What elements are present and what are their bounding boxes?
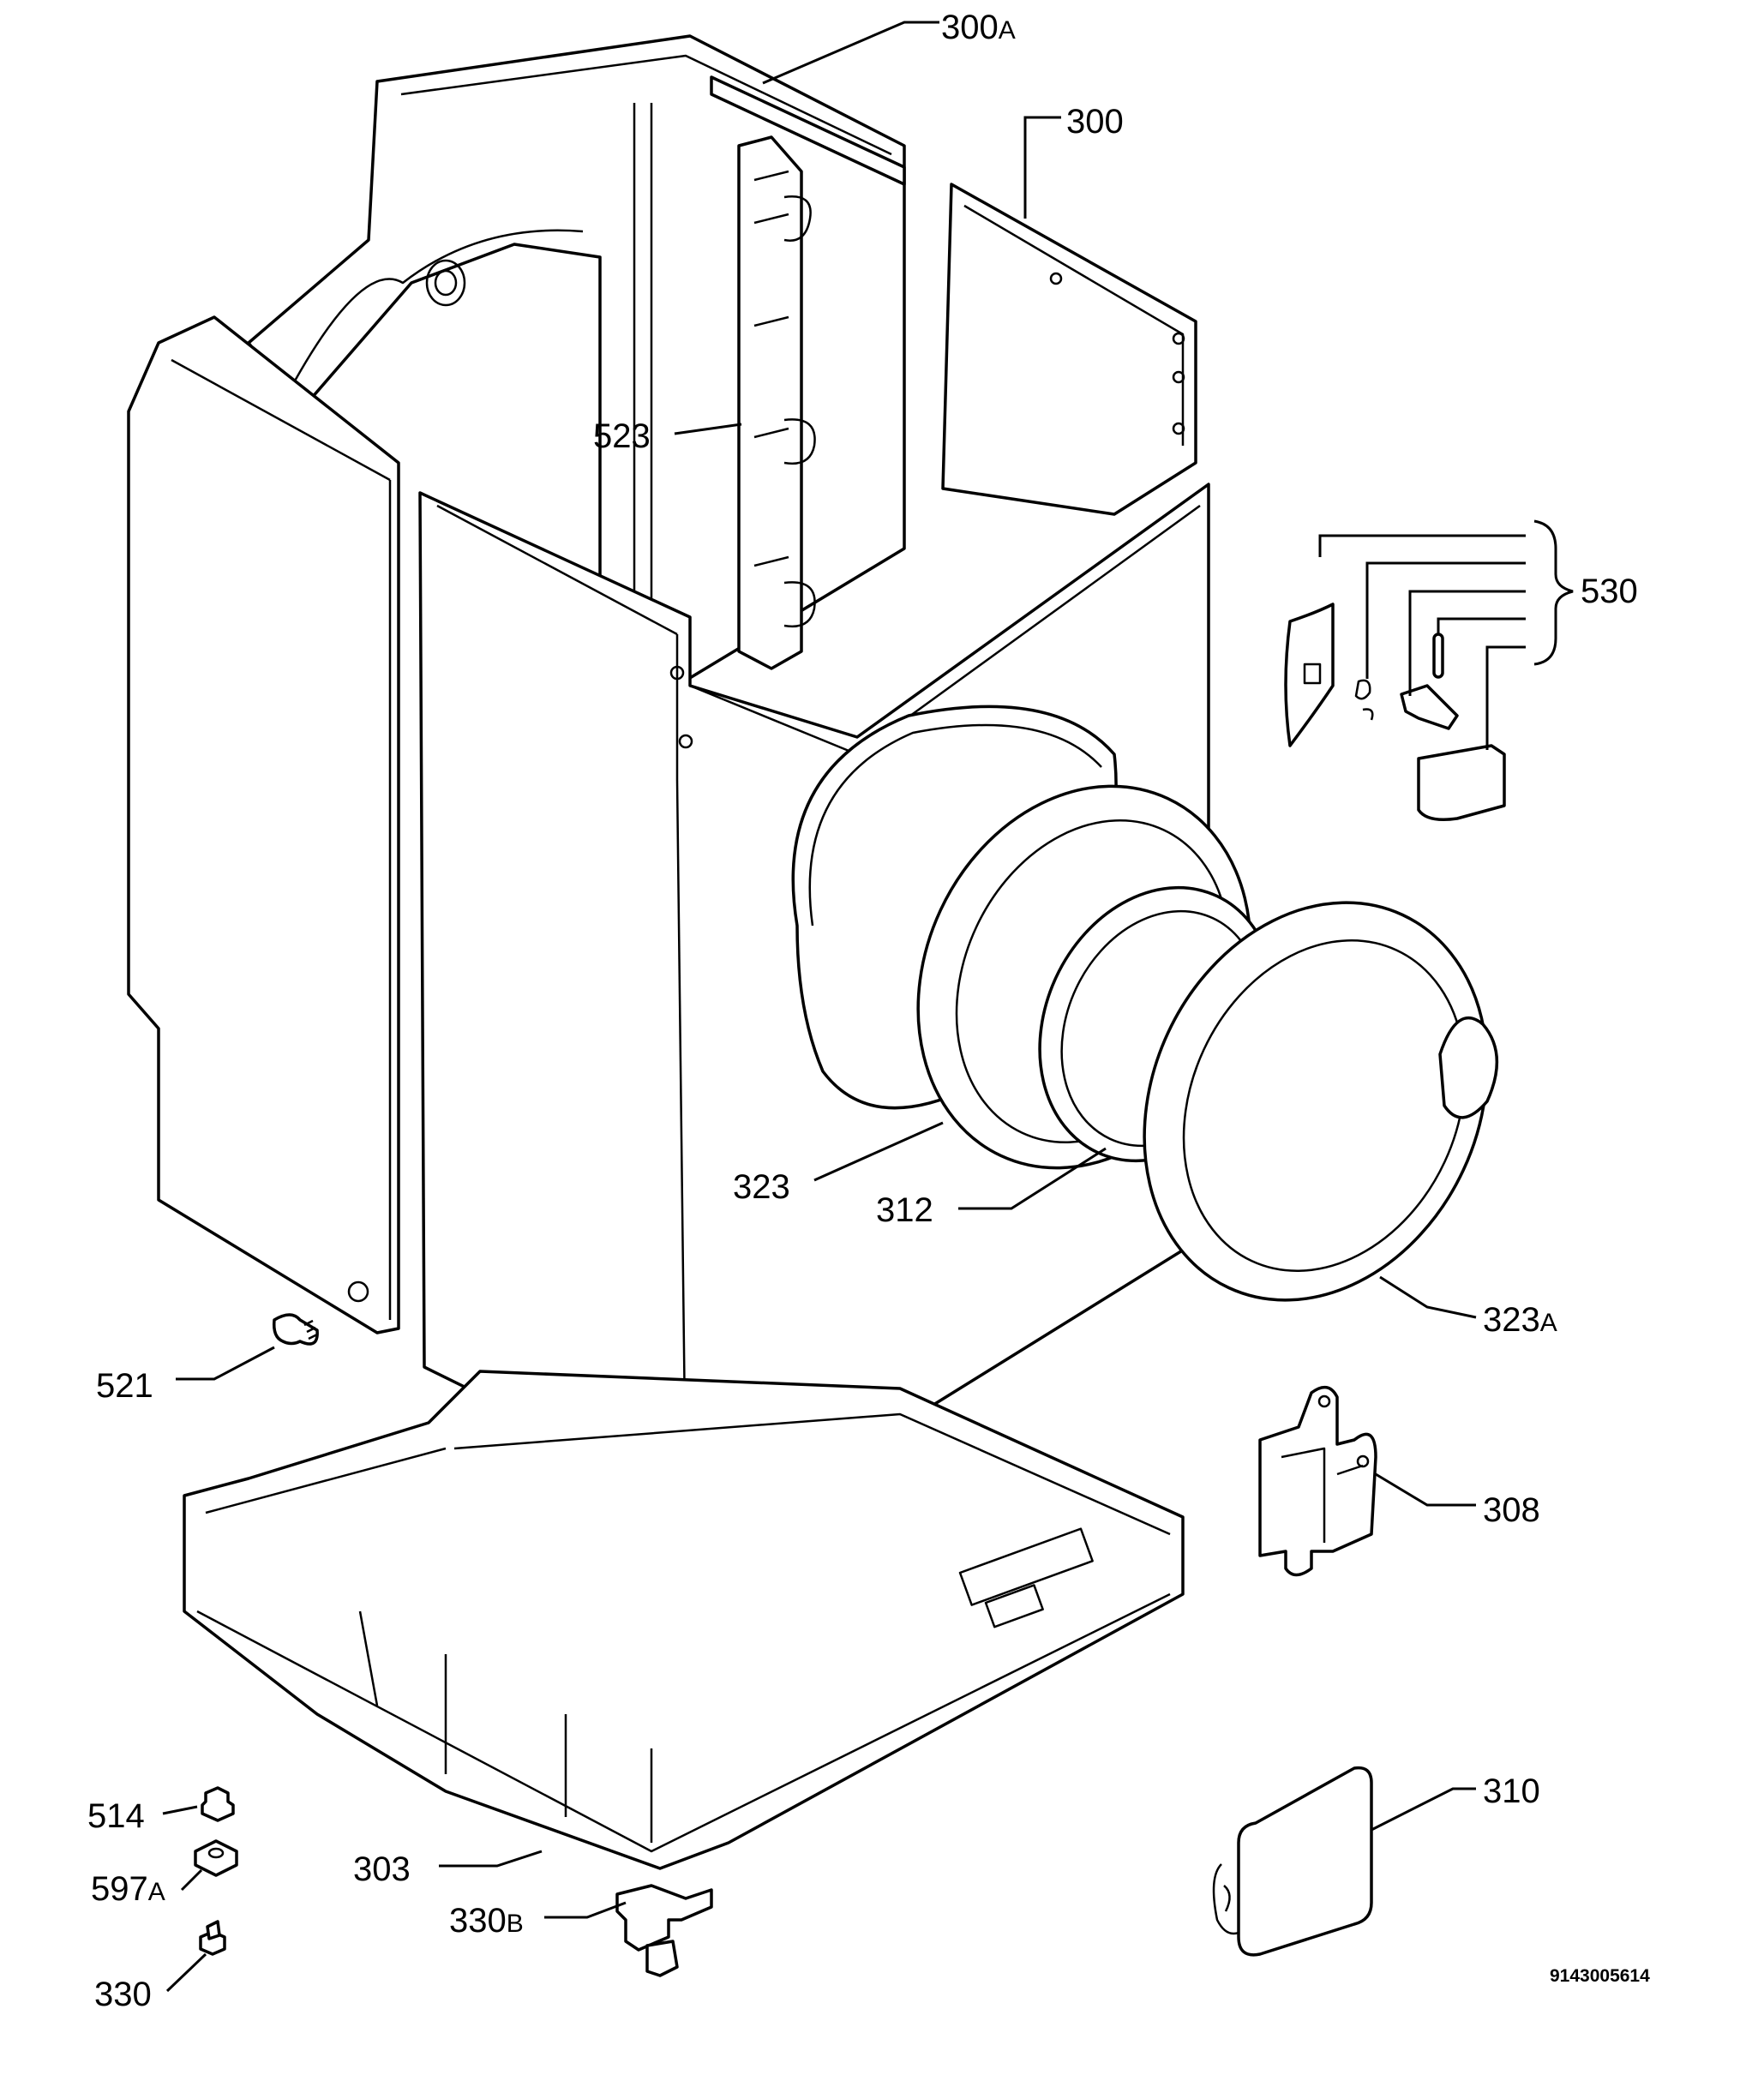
callout-323: 323 (733, 1168, 790, 1206)
cabinet-rail-523 (737, 135, 816, 670)
foot-330b (615, 1884, 713, 1977)
callout-300: 300 (1066, 103, 1124, 141)
leader-514 (162, 1805, 198, 1815)
leader-521 (176, 1346, 275, 1381)
callout-312: 312 (876, 1191, 933, 1229)
leader-300a (762, 21, 939, 85)
document-number: 9143005614 (1550, 1966, 1650, 1986)
cabinet-left-side-panel (127, 315, 400, 1334)
callout-330: 330 (94, 1976, 152, 2013)
leader-330 (165, 1952, 207, 1993)
filter-cover-310 (1212, 1766, 1373, 1957)
callout-310: 310 (1483, 1772, 1540, 1810)
callout-300a: 300A (941, 9, 1016, 46)
callout-523: 523 (593, 417, 651, 455)
leader-597a (180, 1868, 203, 1892)
nut-597a (194, 1839, 238, 1877)
leader-303 (439, 1850, 543, 1868)
callout-521: 521 (96, 1367, 153, 1405)
hinge-parts-530 (1284, 519, 1574, 821)
hinge-308 (1258, 1385, 1377, 1577)
callout-303: 303 (353, 1850, 411, 1888)
leader-300 (1023, 116, 1061, 219)
callout-323a: 323A (1483, 1301, 1557, 1339)
leader-310 (1371, 1787, 1476, 1832)
leader-330b (544, 1901, 627, 1919)
leader-308 (1375, 1472, 1476, 1507)
screw-514 (201, 1786, 235, 1822)
callout-514: 514 (87, 1797, 145, 1835)
callout-597a: 597A (91, 1870, 165, 1908)
leader-312 (958, 1147, 1107, 1210)
screw-521 (272, 1313, 319, 1346)
callout-530: 530 (1581, 573, 1638, 610)
callout-308: 308 (1483, 1491, 1540, 1529)
door-outer-frame-323a (1143, 901, 1499, 1302)
cabinet-right-rear-panel (941, 183, 1197, 516)
leader-523 (674, 423, 742, 435)
leader-323 (813, 1121, 944, 1182)
screw-330 (199, 1920, 226, 1956)
callout-330b: 330B (449, 1902, 524, 1940)
base-frame-303 (183, 1370, 1185, 1870)
leader-323a (1379, 1275, 1477, 1319)
